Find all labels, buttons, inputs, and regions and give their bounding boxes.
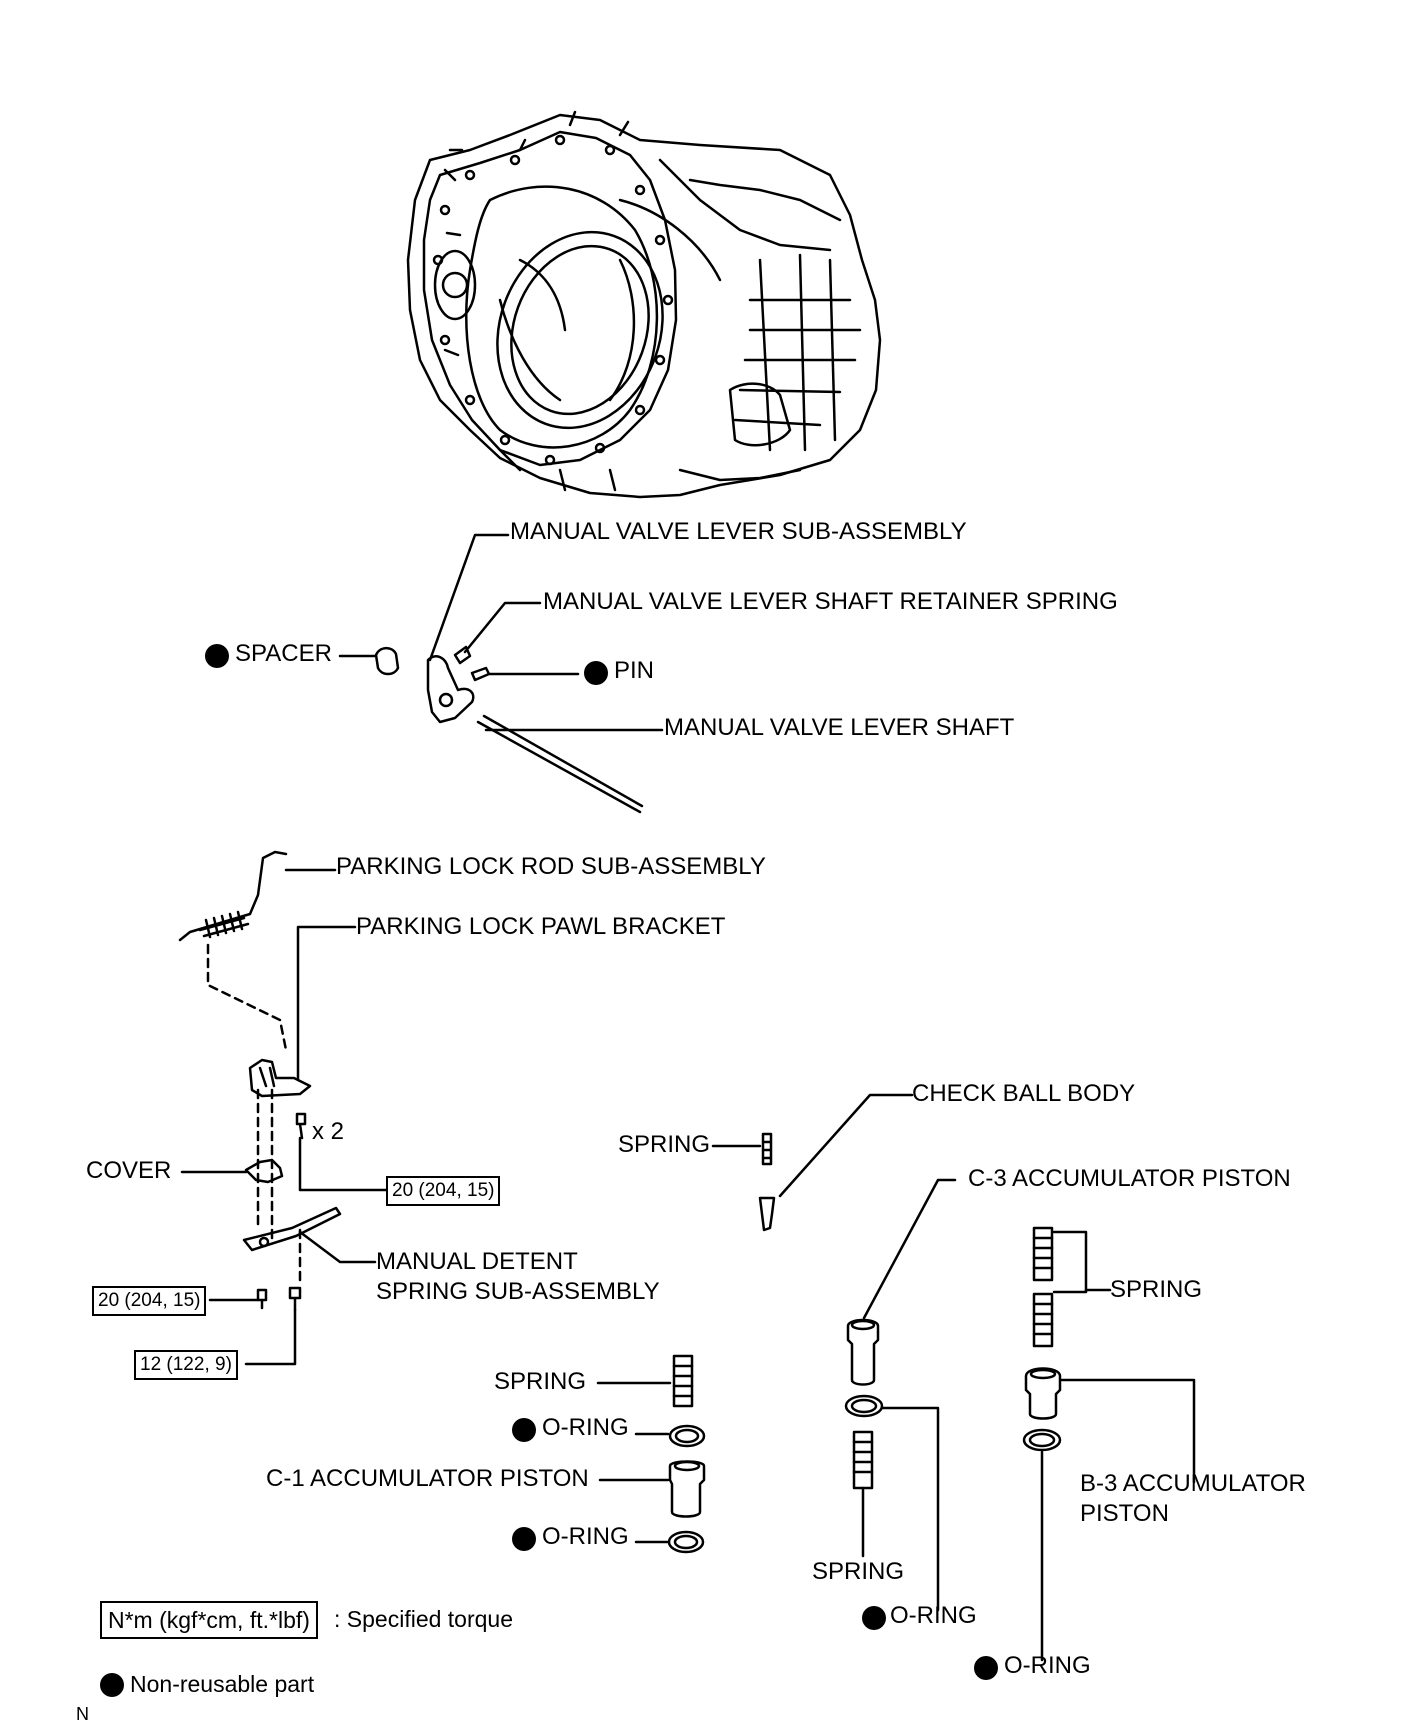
torque-box-bracket-bolt: 20 (204, 15) (386, 1176, 501, 1206)
parking-lock-pawl-bracket-part (248, 1058, 312, 1098)
parking-lock-rod-part (178, 850, 288, 942)
label-manual-valve-lever-sub-assembly: MANUAL VALVE LEVER SUB-ASSEMBLY (510, 518, 967, 545)
leader-retainer-spring (463, 601, 542, 654)
label-spring-check-ball: SPRING (618, 1131, 711, 1158)
label-spring-c1: SPRING (494, 1368, 587, 1395)
label-c1-accumulator-piston: C-1 ACCUMULATOR PISTON (266, 1465, 589, 1492)
non-reusable-dot (862, 1606, 886, 1630)
label-oring-c1-bottom: O-RING (542, 1523, 629, 1550)
pin-part (470, 666, 491, 682)
label-check-ball-body: CHECK BALL BODY (912, 1080, 1136, 1107)
leader-bracket-torque (298, 1136, 388, 1192)
manual-valve-lever-part (426, 655, 475, 724)
label-bolt-quantity: x 2 (312, 1118, 345, 1145)
label-oring-c3: O-RING (890, 1602, 977, 1629)
label-manual-valve-lever-shaft: MANUAL VALVE LEVER SHAFT (664, 714, 1015, 741)
c1-accumulator-group (596, 1354, 706, 1554)
label-oring-c1-top: O-RING (542, 1414, 629, 1441)
label-spring-c3: SPRING (812, 1558, 905, 1585)
torque-box-detent-bolt-left: 20 (204, 15) (92, 1286, 207, 1316)
transaxle-case-drawing (406, 110, 882, 499)
b3-accumulator-group (1022, 1226, 1196, 1662)
leader-b3-springs (1052, 1230, 1088, 1294)
legend-torque-text: : Specified torque (334, 1606, 514, 1632)
legend-non-reusable-dot (100, 1673, 124, 1697)
bolt-x2-part (295, 1112, 307, 1140)
c3-accumulator-group (844, 1178, 957, 1612)
label-cover: COVER (86, 1157, 172, 1184)
check-ball-body-part (758, 1196, 776, 1232)
leader-manual-detent-spring (298, 1230, 377, 1264)
label-manual-valve-lever-shaft-retainer-spring: MANUAL VALVE LEVER SHAFT RETAINER SPRING (543, 588, 1118, 615)
corner-mark: N (76, 1704, 89, 1724)
c3-spring-part (852, 1430, 874, 1490)
leader-c3-oring (880, 1406, 940, 1612)
c1-oring-top-part (668, 1424, 706, 1448)
detent-bolt-right-part (288, 1286, 302, 1312)
retainer-spring-part (453, 645, 472, 665)
check-ball-group (711, 1093, 914, 1232)
label-pin: PIN (614, 657, 655, 684)
non-reusable-dot (584, 661, 608, 685)
legend-torque-box: N*m (kgf*cm, ft.*lbf) (100, 1601, 318, 1639)
leader-b3-piston (1060, 1378, 1196, 1484)
label-parking-lock-rod-sub-assembly: PARKING LOCK ROD SUB-ASSEMBLY (336, 853, 766, 880)
non-reusable-dot (512, 1418, 536, 1442)
non-reusable-dot (512, 1527, 536, 1551)
label-c3-accumulator-piston: C-3 ACCUMULATOR PISTON (968, 1165, 1291, 1192)
label-b3-accumulator-piston-line2: PISTON (1080, 1500, 1169, 1527)
torque-box-detent-bolt-right: 12 (122, 9) (134, 1350, 238, 1380)
parking-lock-group (178, 850, 388, 1366)
leader-detent-right-torque (244, 1308, 297, 1366)
cover-part (244, 1158, 284, 1184)
label-spring-b3: SPRING (1110, 1276, 1203, 1303)
manual-valve-lever-group (338, 533, 664, 814)
label-oring-b3: O-RING (1004, 1652, 1091, 1679)
leader-check-ball-body (778, 1093, 914, 1198)
alignment-line-bracket (256, 1088, 302, 1282)
label-b3-accumulator-piston-line1: B-3 ACCUMULATOR (1080, 1470, 1306, 1497)
leader-parking-lock-pawl-bracket (296, 925, 357, 1082)
b3-spring-top-part (1032, 1226, 1054, 1282)
detent-bolt-left-part (256, 1288, 268, 1310)
c1-spring-part (672, 1354, 694, 1408)
alignment-line-rod (206, 943, 288, 1052)
leader-c3-piston (862, 1178, 957, 1320)
label-spacer: SPACER (235, 640, 332, 667)
non-reusable-dot (974, 1656, 998, 1680)
leader-manual-valve-lever (428, 533, 510, 662)
b3-oring-part (1022, 1428, 1062, 1452)
label-parking-lock-pawl-bracket: PARKING LOCK PAWL BRACKET (356, 913, 726, 940)
c3-oring-part (844, 1394, 884, 1418)
b3-piston-part (1024, 1367, 1062, 1420)
legend-non-reusable-text: Non-reusable part (130, 1671, 315, 1697)
b3-spring-bottom-part (1032, 1292, 1054, 1348)
check-ball-spring-part (761, 1132, 773, 1166)
label-manual-detent-spring-line1: MANUAL DETENT (376, 1248, 578, 1275)
spacer-part (374, 646, 400, 676)
manual-detent-spring-part (242, 1206, 342, 1252)
label-manual-detent-spring-line2: SPRING SUB-ASSEMBLY (376, 1278, 660, 1305)
non-reusable-dot (205, 644, 229, 668)
